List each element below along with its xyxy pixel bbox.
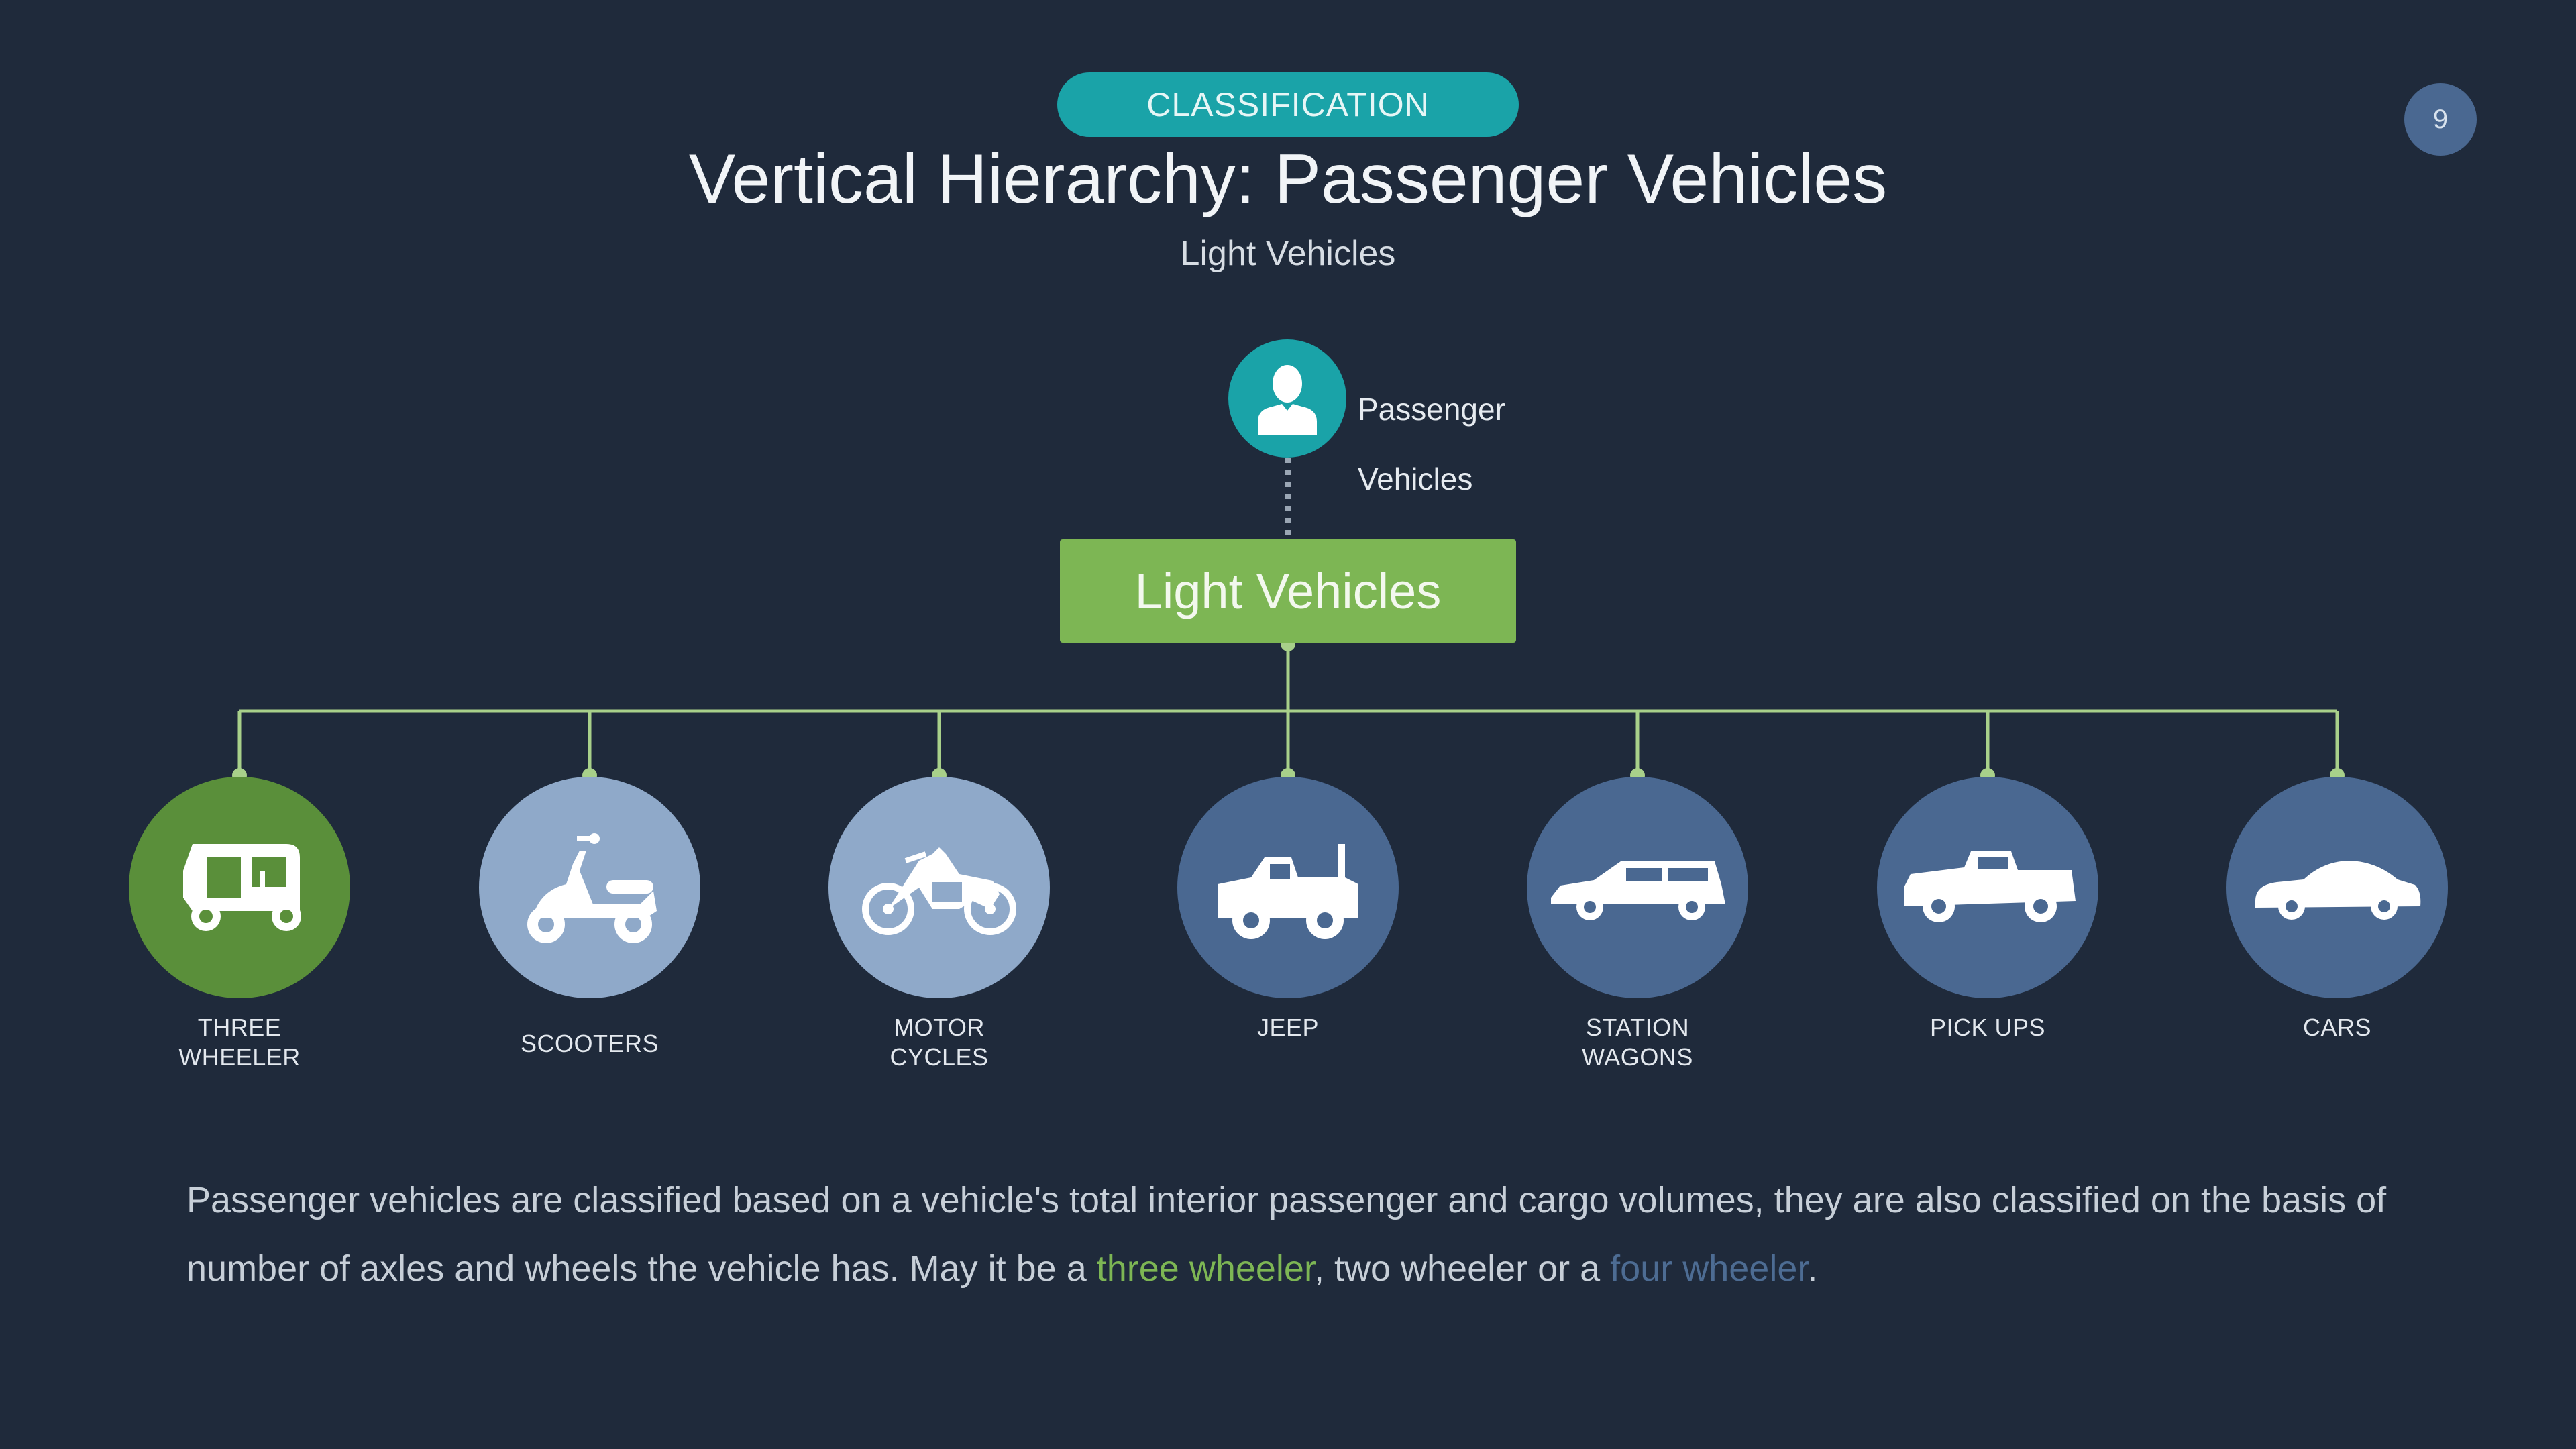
description-text: Passenger vehicles are classified based … xyxy=(186,1180,2387,1289)
page-number-badge: 9 xyxy=(2404,83,2477,156)
root-node xyxy=(1228,339,1346,458)
node-cars xyxy=(2226,777,2448,998)
node-label-cars: CARS xyxy=(2302,1014,2372,1041)
light-vehicles-box: Light Vehicles xyxy=(1060,539,1516,643)
station-wagon-icon xyxy=(1551,861,1725,920)
node-jeep xyxy=(1177,777,1399,998)
node-scooters xyxy=(479,777,700,998)
motorcycle-icon xyxy=(862,847,1016,935)
root-label: Passenger Vehicles xyxy=(1358,392,1505,496)
node-three-wheeler xyxy=(129,777,350,998)
node-pick-ups xyxy=(1877,777,2098,998)
node-label-jeep: JEEP xyxy=(1256,1014,1320,1041)
auto-rickshaw-icon xyxy=(183,844,301,931)
jeep-icon xyxy=(1218,844,1358,939)
classification-badge: CLASSIFICATION xyxy=(1057,72,1519,137)
three-wheeler-highlight: three wheeler xyxy=(1096,1248,1314,1289)
page-title: Vertical Hierarchy: Passenger Vehicles xyxy=(688,140,1888,218)
node-label-scooters: SCOOTERS xyxy=(520,1030,659,1057)
car-icon xyxy=(2255,861,2421,920)
node-motor-cycles xyxy=(828,777,1050,998)
four-wheeler-highlight: four wheeler xyxy=(1610,1248,1808,1289)
pickup-truck-icon xyxy=(1904,851,2076,922)
scooter-icon xyxy=(527,833,657,943)
node-station-wagons xyxy=(1527,777,1748,998)
node-label-pick-ups: PICK UPS xyxy=(1929,1014,2046,1041)
person-icon xyxy=(1258,365,1317,435)
page-subtitle: Light Vehicles xyxy=(1180,234,1396,273)
